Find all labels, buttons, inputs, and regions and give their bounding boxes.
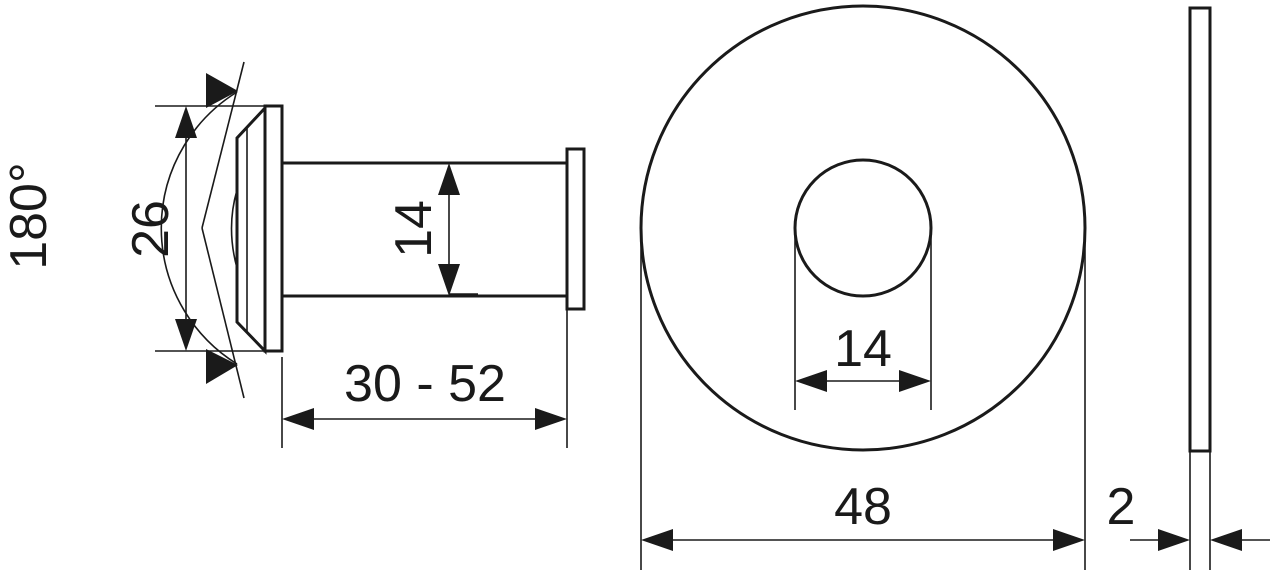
disc-diameter-dimension: 48: [640, 232, 1086, 570]
angle-arc: [160, 91, 238, 365]
length-label: 30 - 52: [344, 355, 506, 413]
angle-dimension: 180°: [0, 61, 245, 399]
disc-center-hole: [793, 158, 933, 298]
viewer-flange: [263, 104, 284, 353]
angle-label: 180°: [0, 162, 58, 270]
angle-arrow-bottom: [206, 349, 238, 384]
viewer-lens-cone: [235, 104, 267, 355]
disc-edge-rect: [1188, 6, 1212, 453]
hole-diameter-label: 14: [834, 320, 892, 378]
viewer-lens-dome: [230, 189, 238, 269]
disc-edge-view: [1188, 6, 1212, 453]
angle-arrow-top: [206, 73, 238, 108]
barrel-diameter-dimension: 14: [385, 163, 478, 296]
disc-diameter-label: 48: [834, 478, 892, 536]
disc-outer-circle: [639, 4, 1087, 452]
flange-diameter-dimension: 26: [122, 105, 265, 352]
barrel-diameter-label: 14: [385, 200, 443, 258]
thickness-dimension: 2: [1107, 451, 1270, 570]
door-viewer-side-view: [230, 104, 586, 355]
disc-front-view: [639, 4, 1087, 452]
length-dimension: 30 - 52: [281, 309, 568, 448]
thickness-label: 2: [1107, 478, 1136, 536]
hole-diameter-dimension: 14: [794, 228, 932, 410]
flange-diameter-label: 26: [122, 200, 180, 258]
viewer-end-cap: [565, 147, 586, 311]
